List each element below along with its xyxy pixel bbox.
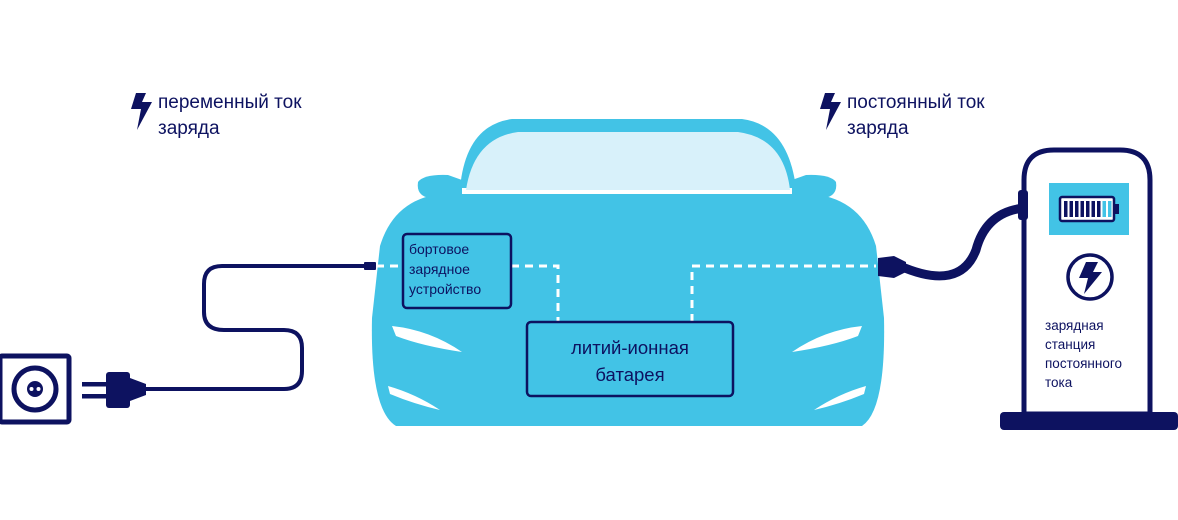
car-windshield — [466, 132, 790, 190]
legend-ac-line2: заряда — [158, 118, 220, 139]
battery-box: литий-ионная батарея — [525, 320, 735, 398]
onboard-charger-line2: зарядное — [409, 261, 470, 277]
dc-station-line1: зарядная — [1045, 318, 1104, 333]
legend-dc-line1: постоянный ток — [847, 92, 985, 113]
battery-line2: батарея — [595, 364, 664, 385]
onboard-charger: бортовое зарядное устройство — [401, 232, 513, 310]
legend-ac: переменный ток заряда — [131, 92, 302, 139]
onboard-charger-line1: бортовое — [409, 241, 469, 257]
socket-icon — [0, 353, 72, 425]
dc-station: зарядная станция постоянного тока — [1000, 147, 1178, 430]
plug-icon — [82, 372, 146, 408]
onboard-charger-line3: устройство — [409, 281, 481, 297]
dc-cable — [895, 203, 1029, 281]
left-mirror — [417, 174, 462, 198]
legend-ac-line1: переменный ток — [158, 92, 302, 113]
dc-connector — [878, 256, 906, 278]
left-headlight — [392, 326, 462, 352]
right-headlight — [792, 326, 862, 352]
lightning-circle-icon — [1066, 253, 1114, 301]
lightning-icon — [131, 93, 152, 130]
battery-icon — [1058, 195, 1119, 223]
ac-cable — [146, 264, 366, 391]
battery-line1: литий-ионная — [571, 337, 689, 358]
ac-inlet-connector — [364, 262, 376, 270]
dc-station-line3: постоянного — [1045, 356, 1122, 371]
left-intake — [388, 386, 440, 410]
dc-station-line2: станция — [1045, 337, 1095, 352]
legend-dc-line2: заряда — [847, 118, 909, 139]
right-mirror — [792, 174, 837, 198]
right-intake — [814, 386, 866, 410]
legend-dc: постоянный ток заряда — [820, 92, 985, 139]
lightning-icon — [820, 93, 841, 130]
dc-station-line4: тока — [1045, 375, 1073, 390]
internal-wiring — [376, 264, 876, 322]
